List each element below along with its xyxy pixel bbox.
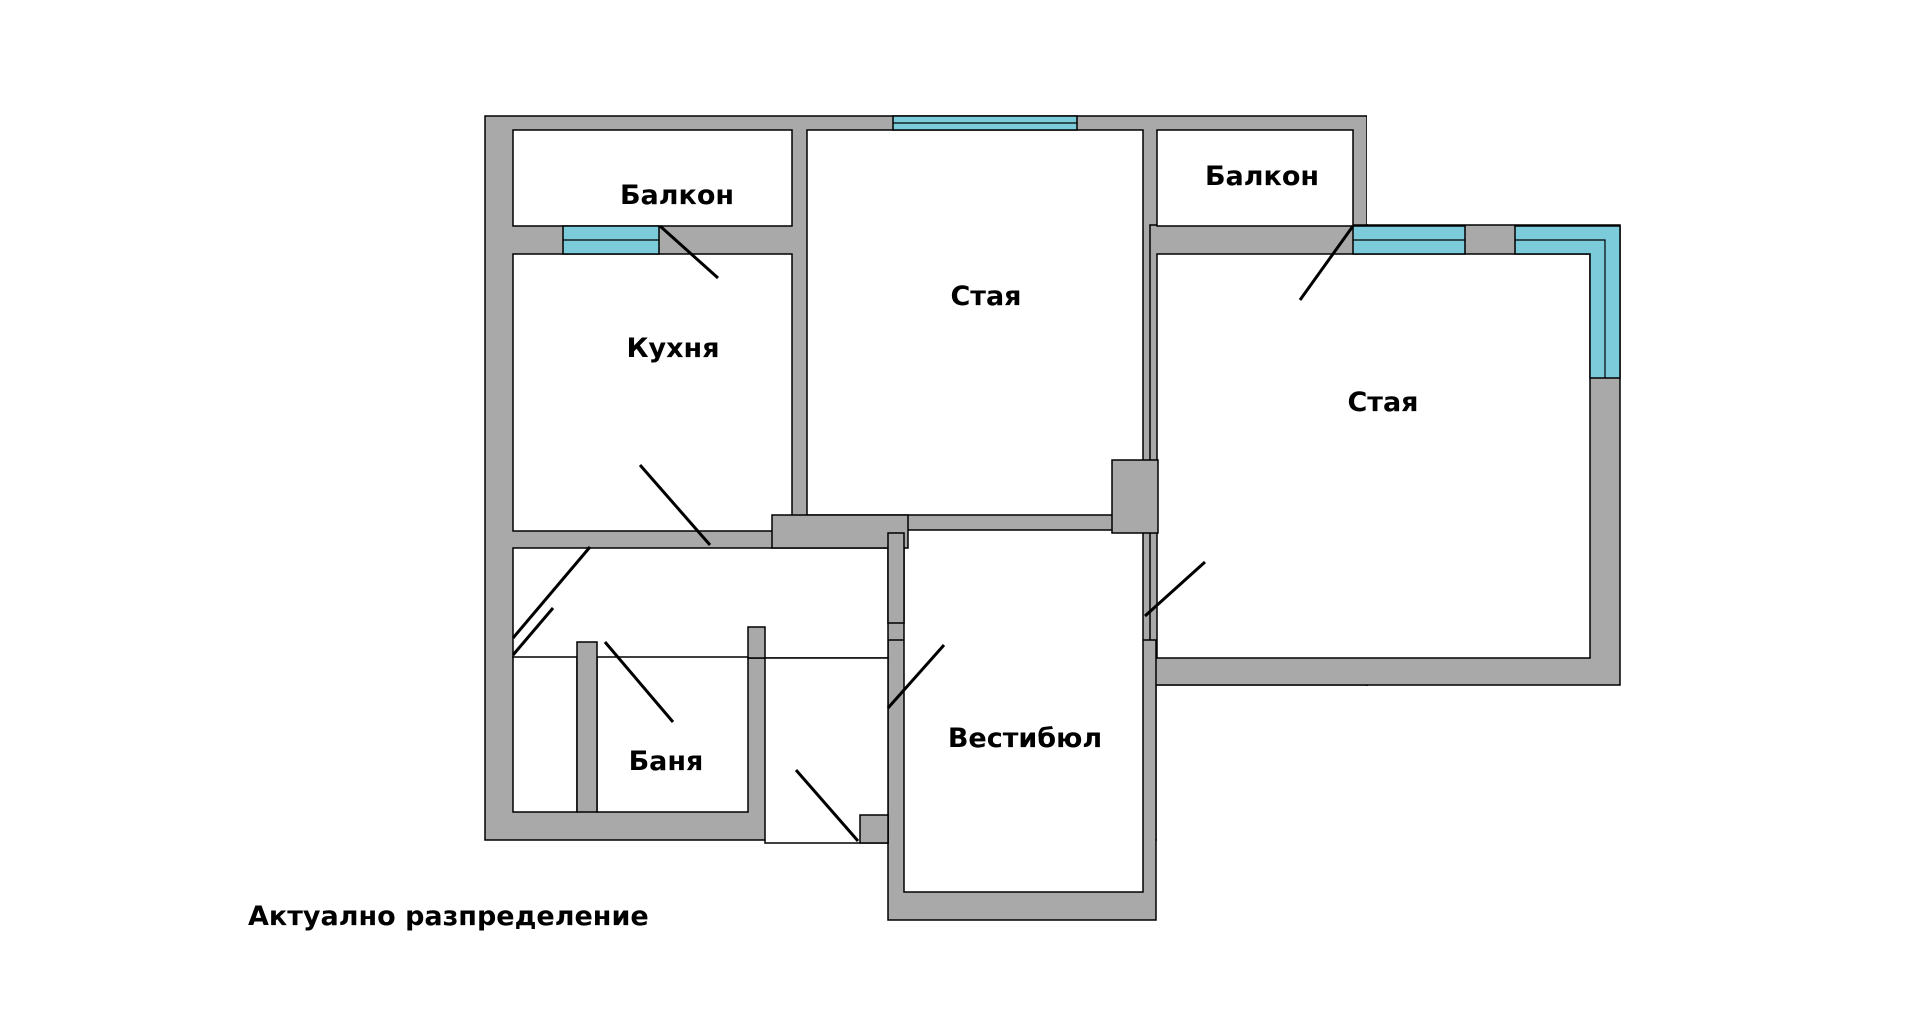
room-labels: Балкон Кухня Стая Балкон Стая Баня Вести… — [620, 161, 1419, 777]
room-balcony-left — [512, 129, 793, 227]
plan-caption: Актуално разпределение — [248, 901, 649, 932]
label-balcony-left: Балкон — [620, 180, 734, 211]
room-living — [806, 129, 1144, 516]
label-bathroom: Баня — [629, 746, 704, 777]
room-bedroom — [1156, 253, 1591, 659]
label-hallway: Вестибюл — [948, 723, 1102, 754]
rooms — [512, 129, 1591, 893]
wall-details — [576, 459, 1159, 844]
door-hallway — [886, 644, 946, 709]
windows — [562, 115, 1621, 379]
doors — [511, 224, 1355, 842]
pillar-bathroom-left — [576, 641, 598, 813]
door-store — [794, 769, 860, 842]
room-kitchen — [512, 253, 793, 532]
door-kitchen-balcony — [658, 224, 720, 280]
label-living-room: Стая — [950, 281, 1021, 312]
room-store — [764, 657, 889, 844]
room-corridor — [512, 547, 889, 659]
door-kitchen — [638, 464, 712, 546]
door-bathroom — [603, 641, 675, 723]
exterior-mask — [480, 100, 1627, 931]
door-wc-2 — [511, 607, 555, 656]
pillar-store-top — [747, 626, 766, 659]
door-bedroom — [1143, 560, 1207, 618]
label-kitchen: Кухня — [626, 333, 719, 364]
room-wc — [512, 656, 578, 813]
room-balcony-right — [1156, 129, 1354, 227]
label-bedroom: Стая — [1347, 387, 1418, 418]
pillar-living-right — [1111, 459, 1159, 534]
room-bathroom — [596, 656, 749, 813]
window-bedroom-corner — [1514, 225, 1621, 379]
pillar-hallway-left — [887, 532, 905, 624]
label-balcony-right: Балкон — [1205, 161, 1319, 192]
pillar-store-bottom — [859, 814, 889, 844]
pillar-kitchen-corner — [771, 514, 909, 549]
door-bedroom-balcony — [1298, 225, 1355, 301]
room-hallway — [903, 529, 1144, 893]
door-wc-1 — [511, 546, 592, 639]
